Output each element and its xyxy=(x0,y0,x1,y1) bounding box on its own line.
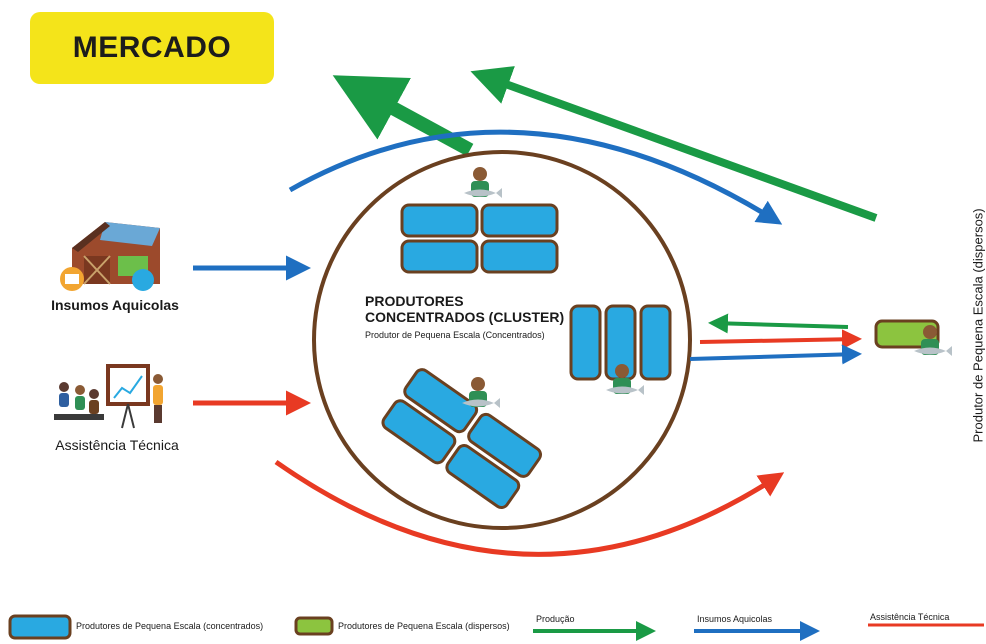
pond xyxy=(445,444,521,510)
pond-group-right xyxy=(569,304,672,395)
cluster-title: PRODUTORES CONCENTRADOS (CLUSTER) xyxy=(365,293,585,325)
assistance-arrow-cluster-to-dispersed xyxy=(699,329,862,350)
assistance-label: Assistência Técnica xyxy=(55,437,179,453)
market-box: MERCADO xyxy=(30,12,274,84)
pond-group-bottom xyxy=(381,368,543,510)
legend-production-label: Produção xyxy=(536,614,575,624)
cluster-title-line2: CONCENTRADOS (CLUSTER) xyxy=(365,309,565,325)
production-arrow-dispersed-to-cluster xyxy=(708,313,849,334)
pond xyxy=(480,239,559,274)
pond xyxy=(639,304,672,381)
cluster-subtitle: Produtor de Pequena Escala (Concentrados… xyxy=(365,330,545,340)
pond xyxy=(400,203,479,238)
legend-concentrated-label: Produtores de Pequena Escala (concentrad… xyxy=(76,621,264,631)
production-arrow-to-market xyxy=(332,75,474,157)
pond xyxy=(400,239,479,274)
legend-dispersed-label: Produtores de Pequena Escala (dispersos) xyxy=(338,621,510,631)
dispersed-producer xyxy=(874,319,952,356)
pond xyxy=(569,304,602,381)
legend-concentrated-swatch xyxy=(8,614,72,640)
inputs-arc-to-dispersed xyxy=(288,129,783,225)
dispersed-vertical-label: Produtor de Pequena Escala (dispersos) xyxy=(970,208,986,443)
inputs-arrow-cluster-to-dispersed xyxy=(689,344,862,365)
presentation-icon xyxy=(54,364,163,429)
pond-group-top xyxy=(400,167,559,274)
legend-inputs-label: Insumos Aquicolas xyxy=(697,614,773,624)
pond xyxy=(403,368,479,434)
market-label: MERCADO xyxy=(72,31,232,64)
legend-assistance-label: Assistência Técnica xyxy=(870,612,950,622)
production-arrow-dispersed-to-market xyxy=(470,66,878,222)
cluster-title-line1: PRODUTORES xyxy=(365,293,464,309)
barn-icon xyxy=(60,222,160,291)
assistance-arc-to-dispersed xyxy=(274,459,785,557)
legend-dispersed-swatch xyxy=(294,616,334,636)
inputs-label: Insumos Aquicolas xyxy=(51,297,179,313)
pond xyxy=(480,203,559,238)
pond xyxy=(381,399,457,465)
pond xyxy=(467,412,543,478)
